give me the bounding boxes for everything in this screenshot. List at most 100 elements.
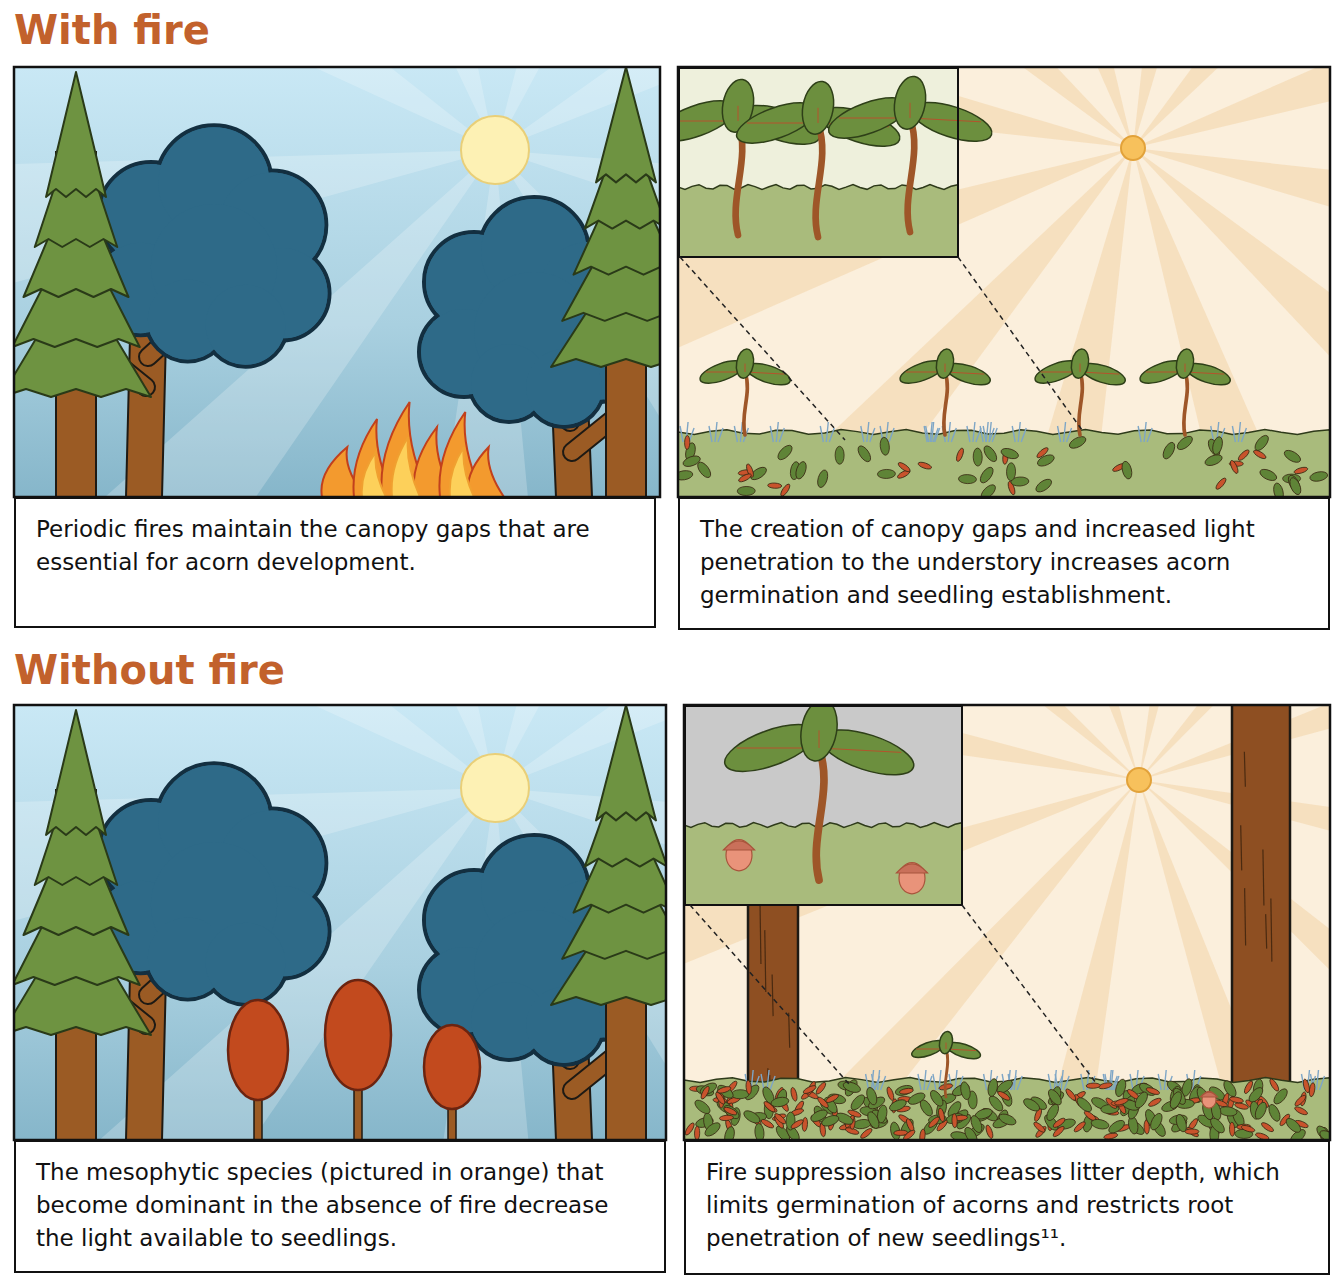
- leaf-litter: [760, 1118, 775, 1130]
- light-ray: [109, 705, 495, 788]
- panel-border: [14, 705, 666, 1140]
- leaf-litter: [802, 1084, 817, 1095]
- zoom-line: [680, 257, 1082, 440]
- leaf-litter: [1260, 1121, 1274, 1133]
- leaf-litter: [877, 469, 895, 479]
- leaf-litter: [815, 1081, 828, 1095]
- acorn: [1201, 1091, 1218, 1108]
- grass: [983, 422, 997, 442]
- leaf-litter: [714, 1091, 726, 1105]
- leaf-litter: [1208, 1116, 1227, 1135]
- grass: [680, 422, 1246, 442]
- leaf-litter: [678, 469, 693, 481]
- seedling: [816, 123, 823, 237]
- pine-tree: [46, 72, 106, 197]
- zoom-line: [690, 905, 1096, 1085]
- leaf-litter: [794, 460, 808, 480]
- seedling: [890, 74, 929, 132]
- leaf-litter: [719, 1115, 733, 1121]
- leaf-litter: [886, 1086, 895, 1101]
- fire: [321, 402, 504, 497]
- leaf-litter: [928, 1088, 946, 1108]
- panel-illustration: [684, 705, 1330, 1140]
- grass: [1138, 422, 1152, 442]
- leaf-litter: [902, 1129, 916, 1140]
- leaf-litter: [1034, 477, 1054, 495]
- leaf-litter: [973, 448, 982, 466]
- seedling: [1080, 364, 1081, 372]
- grass: [761, 1070, 775, 1090]
- acorn: [1201, 1092, 1218, 1097]
- leaf-litter: [879, 437, 890, 456]
- leaf-litter: [1086, 1083, 1100, 1089]
- leaf-litter: [1293, 466, 1308, 475]
- pine-tree: [551, 67, 660, 497]
- leaf-litter: [1174, 1113, 1188, 1133]
- leaf-litter: [997, 1090, 1012, 1102]
- leaf-litter: [978, 465, 996, 485]
- sun: [1127, 768, 1151, 792]
- seedling: [678, 77, 824, 235]
- grass: [872, 1070, 886, 1090]
- grass: [926, 422, 940, 442]
- leaf-litter: [1294, 1094, 1308, 1108]
- seedling: [734, 348, 756, 380]
- acorn: [723, 841, 754, 850]
- leaf-litter: [1252, 449, 1267, 461]
- leaf-litter: [695, 460, 713, 480]
- sun: [1121, 136, 1145, 160]
- leaf-litter: [1284, 1116, 1303, 1135]
- seedling: [897, 348, 992, 435]
- mesophytic-tree: [424, 1025, 480, 1140]
- tree-trunk: [760, 898, 761, 964]
- zoom-inset: [678, 67, 996, 257]
- panel-border: [684, 705, 1330, 1140]
- seedling: [944, 372, 948, 435]
- leaf-litter: [1309, 470, 1328, 482]
- mesophytic-tree: [254, 1095, 262, 1140]
- caption-text: Fire suppression also increases litter d…: [706, 1156, 1308, 1255]
- leaf-litter: [1107, 1118, 1127, 1136]
- leaf-litter: [835, 446, 844, 464]
- pine-tree: [551, 705, 666, 1140]
- mesophytic-tree: [325, 980, 391, 1090]
- leaf-litter: [1064, 1088, 1077, 1102]
- leaf-litter: [1294, 1105, 1309, 1116]
- seedling: [938, 1030, 954, 1054]
- leaf-litter: [825, 1093, 840, 1104]
- leaf-litter: [888, 1097, 908, 1113]
- leaf-litter: [859, 1127, 873, 1140]
- seedling: [1185, 364, 1186, 372]
- leaf-litter: [1032, 1121, 1046, 1134]
- caption-box: Fire suppression also increases litter d…: [684, 1140, 1330, 1275]
- pine-tree: [14, 72, 151, 497]
- caption-box: Periodic fires maintain the canopy gaps …: [14, 497, 656, 628]
- leaf-litter: [1237, 448, 1251, 461]
- leaf-litter: [1114, 1078, 1128, 1098]
- leaf-litter: [865, 1086, 879, 1106]
- grass: [1058, 422, 1072, 442]
- leaf-litter: [958, 474, 976, 484]
- leaf-litter: [849, 1093, 867, 1113]
- seedling: [818, 108, 819, 123]
- pine-tree: [14, 710, 151, 1140]
- leaf-litter: [917, 461, 932, 470]
- panel-border: [14, 67, 660, 497]
- leaf-litter: [768, 483, 782, 489]
- sky: [14, 705, 666, 1140]
- leaf-litter: [1267, 1103, 1283, 1123]
- seedling: [744, 372, 748, 435]
- grass: [1012, 422, 1026, 442]
- tree-trunk: [1263, 850, 1264, 906]
- acorn: [896, 864, 927, 873]
- ground: [684, 823, 962, 905]
- leaf-litter: [1229, 1096, 1244, 1104]
- leaf-litter: [1073, 1120, 1087, 1133]
- leaf-litter: [937, 1108, 945, 1123]
- leaf-litter: [703, 1120, 723, 1138]
- leaf-litter: [790, 1118, 805, 1130]
- seedling: [945, 1049, 948, 1097]
- leaf-litter: [1000, 446, 1020, 460]
- seedling: [1137, 348, 1232, 435]
- leaf-litter: [1120, 460, 1133, 480]
